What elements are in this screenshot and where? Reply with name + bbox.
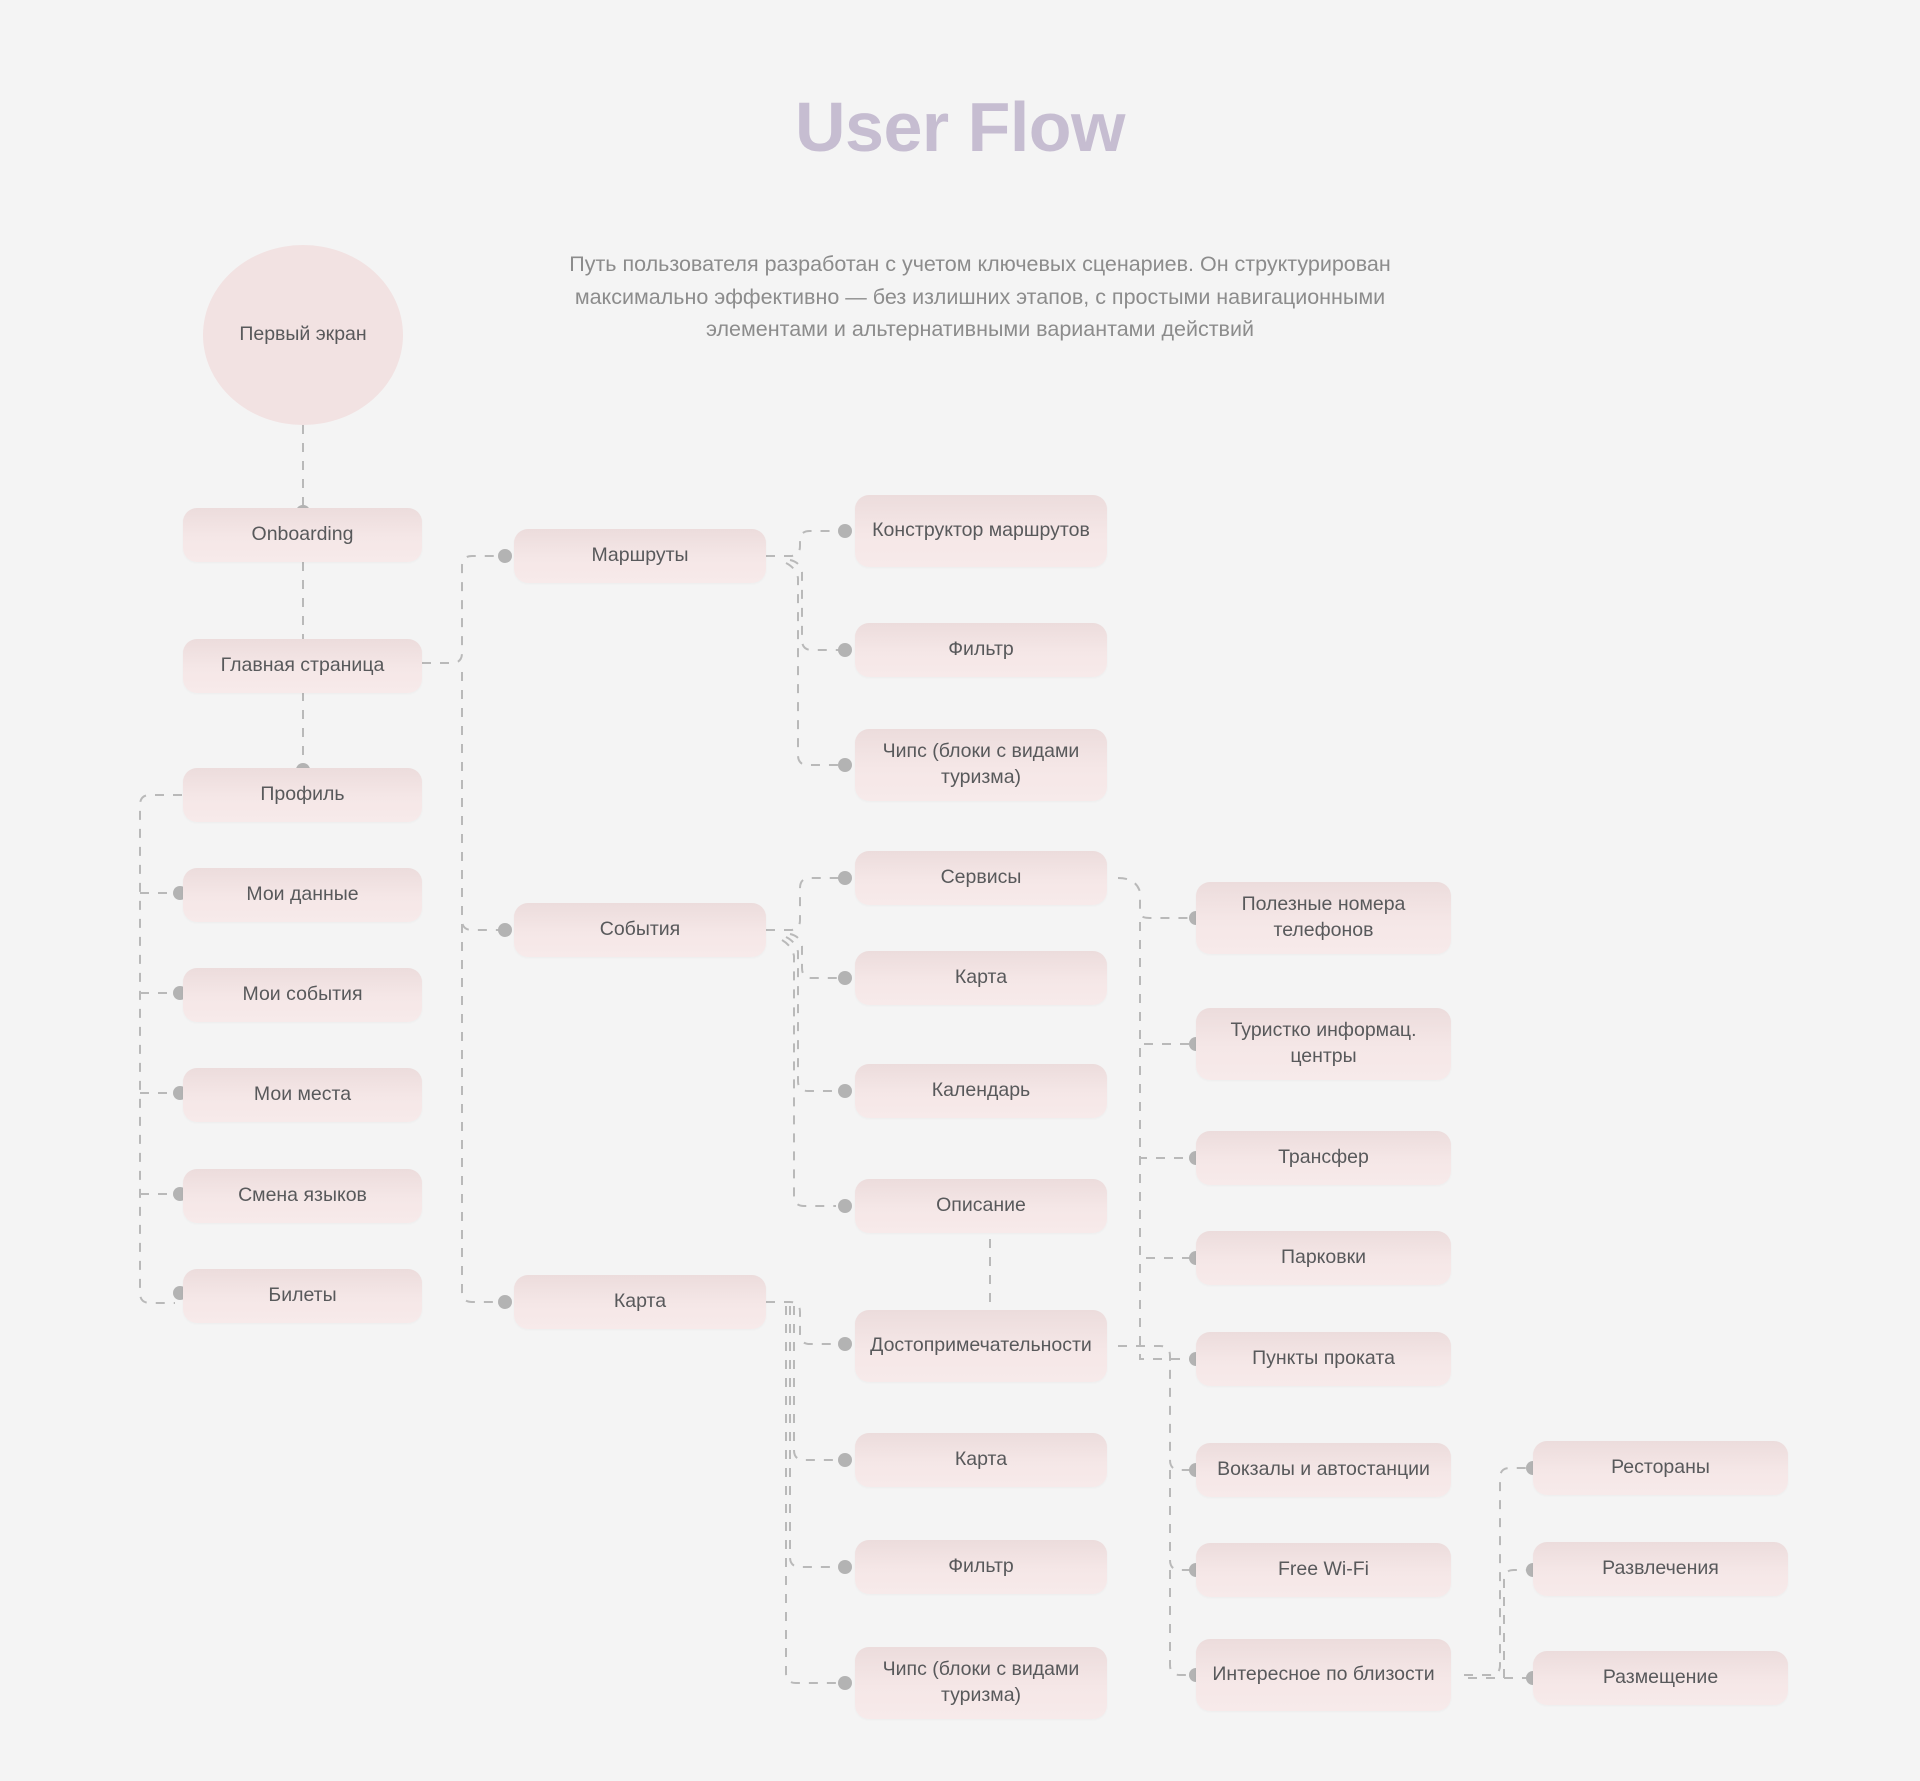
node-label: Трансфер [1278,1146,1369,1169]
node-nearby[interactable]: Интересное по близости [1196,1639,1451,1711]
node-label: Onboarding [251,523,354,546]
node-free-wifi[interactable]: Free Wi-Fi [1196,1543,1451,1597]
node-map-main[interactable]: Карта [514,1275,766,1329]
node-label: Развлечения [1602,1557,1719,1580]
node-chips-map[interactable]: Чипс (блоки с видами туризма) [855,1647,1107,1719]
node-filter-routes[interactable]: Фильтр [855,623,1107,677]
node-label: Мои события [242,983,363,1006]
node-calendar[interactable]: Календарь [855,1064,1107,1118]
node-label: Полезные номера телефонов [1241,893,1406,941]
node-label: Описание [936,1194,1026,1217]
page-title: User Flow [794,88,1126,166]
node-routes[interactable]: Маршруты [514,529,766,583]
node-label: Карта [954,1448,1008,1471]
node-label: Смена языков [238,1184,367,1207]
node-my-events[interactable]: Мои события [183,968,422,1022]
node-label: Календарь [931,1079,1031,1102]
node-home-page[interactable]: Главная страница [183,639,422,693]
node-route-constructor[interactable]: Конструктор маршрутов [855,495,1107,567]
node-first-screen[interactable]: Первый экран [203,245,403,425]
node-label: Достопримечательности [870,1334,1092,1357]
node-label: Маршруты [591,544,689,567]
node-stations[interactable]: Вокзалы и автостанции [1196,1443,1451,1497]
node-label: Туристко информац. центры [1230,1019,1417,1067]
node-tickets[interactable]: Билеты [183,1269,422,1323]
node-label: Рестораны [1611,1456,1710,1479]
node-label: Вокзалы и автостанции [1217,1458,1430,1481]
node-label: Конструктор маршрутов [872,519,1090,542]
node-my-places[interactable]: Мои места [183,1068,422,1122]
node-label: Чипс (блоки с видами туризма) [882,740,1080,788]
node-sights[interactable]: Достопримечательности [855,1310,1107,1382]
node-parking[interactable]: Парковки [1196,1231,1451,1285]
node-rental-points[interactable]: Пункты проката [1196,1332,1451,1386]
node-description[interactable]: Описание [855,1179,1107,1233]
node-label: Билеты [268,1284,337,1307]
node-restaurants[interactable]: Рестораны [1533,1441,1788,1495]
node-tourist-centers[interactable]: Туристко информац. центры [1196,1008,1451,1080]
node-language-switch[interactable]: Смена языков [183,1169,422,1223]
node-label: Free Wi-Fi [1278,1558,1369,1581]
node-label: События [599,918,681,941]
node-events[interactable]: События [514,903,766,957]
node-label: Мои места [253,1083,352,1106]
node-transfer[interactable]: Трансфер [1196,1131,1451,1185]
node-services[interactable]: Сервисы [855,851,1107,905]
node-label: Интересное по близости [1212,1663,1435,1686]
node-label: Чипс (блоки с видами туризма) [882,1658,1080,1706]
node-map-events[interactable]: Карта [855,951,1107,1005]
node-map-col3[interactable]: Карта [855,1433,1107,1487]
node-label: Мои данные [246,883,359,906]
node-profile[interactable]: Профиль [183,768,422,822]
node-chips-routes[interactable]: Чипс (блоки с видами туризма) [855,729,1107,801]
node-label: Размещение [1602,1666,1719,1689]
node-label: Фильтр [948,1555,1014,1578]
node-accommodation[interactable]: Размещение [1533,1651,1788,1705]
node-entertainment[interactable]: Развлечения [1533,1542,1788,1596]
node-label: Первый экран [239,323,367,346]
node-label: Сервисы [940,866,1022,889]
node-label: Главная страница [220,654,385,677]
node-label: Парковки [1280,1246,1367,1269]
node-filter-map[interactable]: Фильтр [855,1540,1107,1594]
node-label: Профиль [260,783,345,806]
intro-description: Путь пользователя разработан с учетом кл… [569,252,1391,342]
node-useful-phones[interactable]: Полезные номера телефонов [1196,882,1451,954]
node-label: Фильтр [948,638,1014,661]
node-label: Карта [613,1290,667,1313]
node-label: Карта [954,966,1008,989]
node-my-data[interactable]: Мои данные [183,868,422,922]
node-onboarding[interactable]: Onboarding [183,508,422,562]
node-label: Пункты проката [1252,1347,1395,1370]
